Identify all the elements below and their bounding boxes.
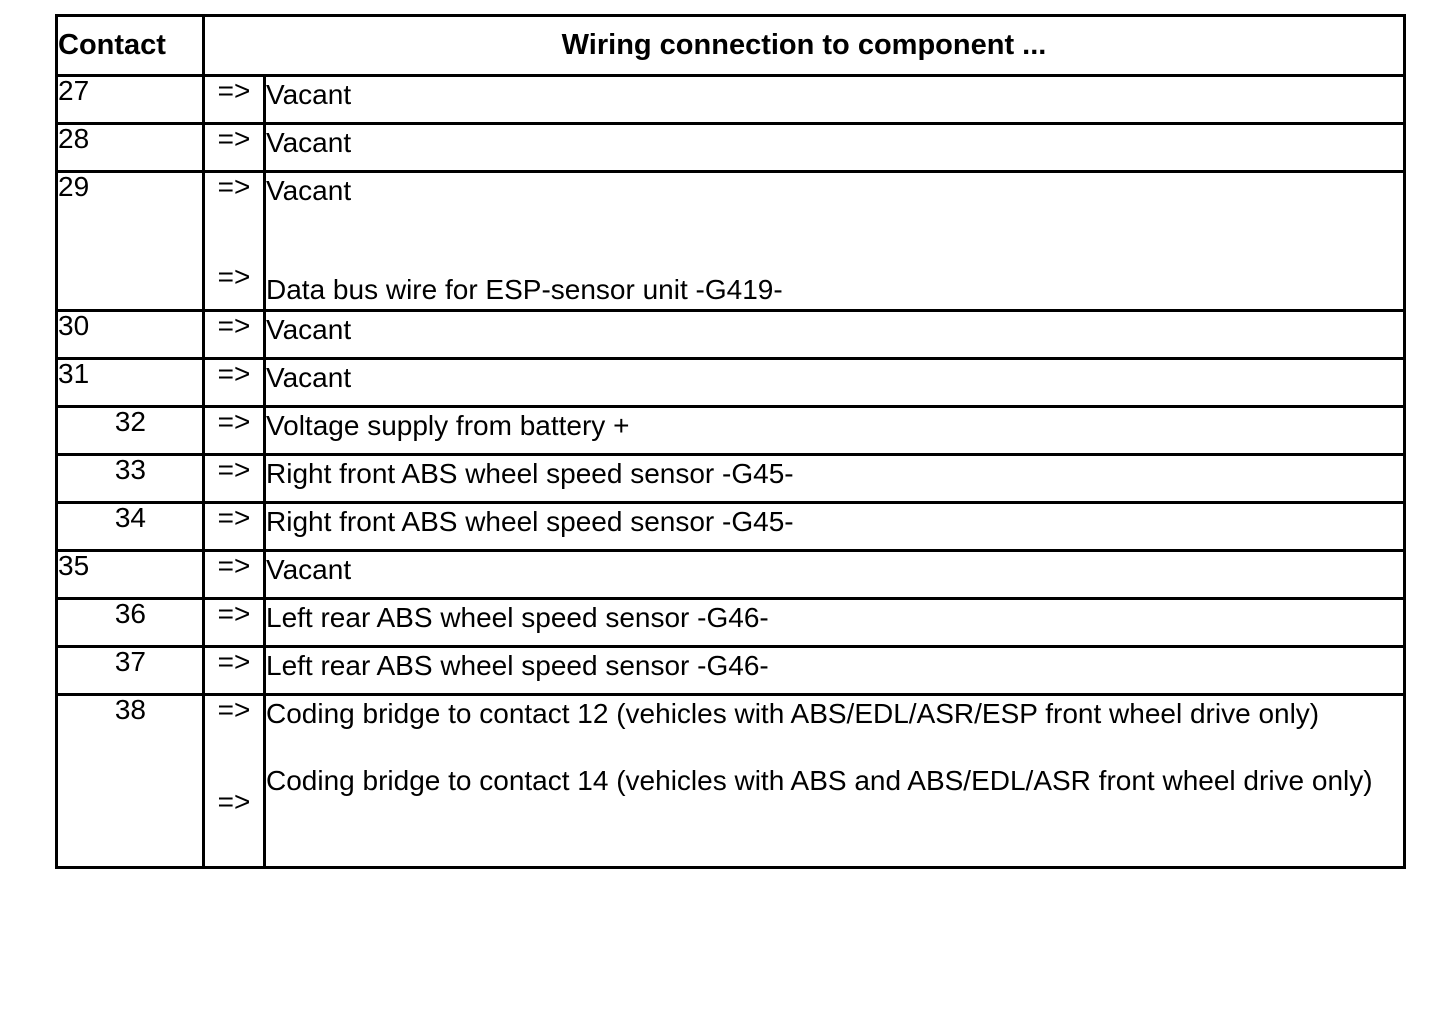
arrow-cell: => [202, 500, 266, 552]
contact-number: 31 [55, 356, 205, 408]
table-header: Contact Wiring connection to component .… [55, 14, 1407, 77]
description-text: Coding bridge to contact 14 (vehicles wi… [266, 764, 1373, 796]
arrow-icon: => [217, 261, 251, 292]
arrow-icon: => [217, 75, 251, 106]
wiring-connection-table: Contact Wiring connection to component .… [55, 14, 1407, 869]
arrow-icon: => [217, 549, 251, 581]
table-row: 38 => => Coding bridge to contact 12 (vehic… [55, 692, 1407, 869]
arrow-cell: => [202, 308, 266, 360]
description-text: Vacant [266, 127, 352, 158]
contact-number: 35 [55, 548, 205, 600]
description-text: Left rear ABS wheel speed sensor -G46- [266, 601, 769, 633]
arrow-icon: => [217, 597, 251, 629]
description-cell: Vacant [262, 356, 1407, 408]
contact-number: 37 [55, 644, 205, 696]
arrow-cell: => [202, 596, 266, 648]
arrow-icon: => [217, 785, 251, 817]
description-cell: Left rear ABS wheel speed sensor -G46- [262, 644, 1407, 696]
table-row: 31 => Vacant [55, 356, 1407, 408]
arrow-cell: => => [202, 170, 266, 312]
description-text: Vacant [266, 79, 352, 110]
arrow-icon: => [217, 501, 251, 533]
description-cell: Vacant [262, 122, 1407, 173]
description-cell: Voltage supply from battery + [262, 404, 1407, 456]
contact-number: 32 [55, 404, 205, 456]
column-header-description: Wiring connection to component ... [201, 14, 1407, 77]
description-cell: Right front ABS wheel speed sensor -G45- [262, 500, 1407, 552]
entry-spacer [266, 733, 1403, 763]
arrow-cell: => [202, 356, 266, 408]
description-cell: Vacant [262, 308, 1407, 360]
description-cell: Vacant [262, 74, 1407, 125]
header-row: Contact Wiring connection to component .… [55, 14, 1407, 77]
contact-number: 30 [55, 308, 205, 360]
arrow-icon: => [217, 357, 251, 389]
contact-number: 29 [55, 170, 205, 312]
table-row: 36 => Left rear ABS wheel speed sensor -G4… [55, 596, 1407, 648]
description-cell: Vacant [262, 548, 1407, 600]
description-text: Coding bridge to contact 12 (vehicles wi… [266, 697, 1320, 729]
arrow-cell: => [202, 74, 266, 125]
arrow-icon: => [217, 123, 251, 154]
description-text: Vacant [266, 313, 352, 345]
contact-number: 28 [55, 122, 205, 173]
table-row: 37 => Left rear ABS wheel speed sensor -G4… [55, 644, 1407, 696]
table-row: 32 => Voltage supply from battery + [55, 404, 1407, 456]
contact-number: 33 [55, 452, 205, 504]
arrow-icon: => [217, 405, 251, 437]
contact-number: 36 [55, 596, 205, 648]
contact-number: 38 [55, 692, 205, 869]
description-text: Vacant [266, 175, 352, 206]
table-row: 35 => Vacant [55, 548, 1407, 600]
arrow-cell: => [202, 548, 266, 600]
arrow-icon: => [217, 171, 251, 202]
arrow-cell: => => [202, 692, 266, 869]
column-header-contact: Contact [55, 14, 205, 77]
description-text: Vacant [266, 361, 352, 393]
contact-number: 34 [55, 500, 205, 552]
table-row: 33 => Right front ABS wheel speed sensor -… [55, 452, 1407, 504]
contact-number: 27 [55, 74, 205, 125]
description-cell: Left rear ABS wheel speed sensor -G46- [262, 596, 1407, 648]
table-row: 28 => Vacant [55, 122, 1407, 173]
arrow-icon: => [217, 309, 251, 341]
arrow-cell: => [202, 404, 266, 456]
table-row: 30 => Vacant [55, 308, 1407, 360]
arrow-cell: => [202, 122, 266, 173]
description-cell: Coding bridge to contact 12 (vehicles wi… [262, 692, 1407, 869]
description-text: Data bus wire for ESP-sensor unit -G419- [266, 273, 783, 305]
arrow-cell: => [202, 644, 266, 696]
description-text: Left rear ABS wheel speed sensor -G46- [266, 649, 769, 681]
description-cell: Right front ABS wheel speed sensor -G45- [262, 452, 1407, 504]
arrow-icon: => [217, 453, 251, 485]
description-text: Vacant [266, 553, 352, 585]
description-text: Right front ABS wheel speed sensor -G45- [266, 457, 794, 489]
description-text: Right front ABS wheel speed sensor -G45- [266, 505, 794, 537]
description-text: Voltage supply from battery + [266, 409, 630, 441]
arrow-icon: => [217, 693, 251, 725]
arrow-cell: => [202, 452, 266, 504]
entry-spacer [266, 210, 1403, 272]
table-row: 27 => Vacant [55, 74, 1407, 125]
arrow-icon: => [217, 645, 251, 677]
table-row: 34 => Right front ABS wheel speed sensor -… [55, 500, 1407, 552]
